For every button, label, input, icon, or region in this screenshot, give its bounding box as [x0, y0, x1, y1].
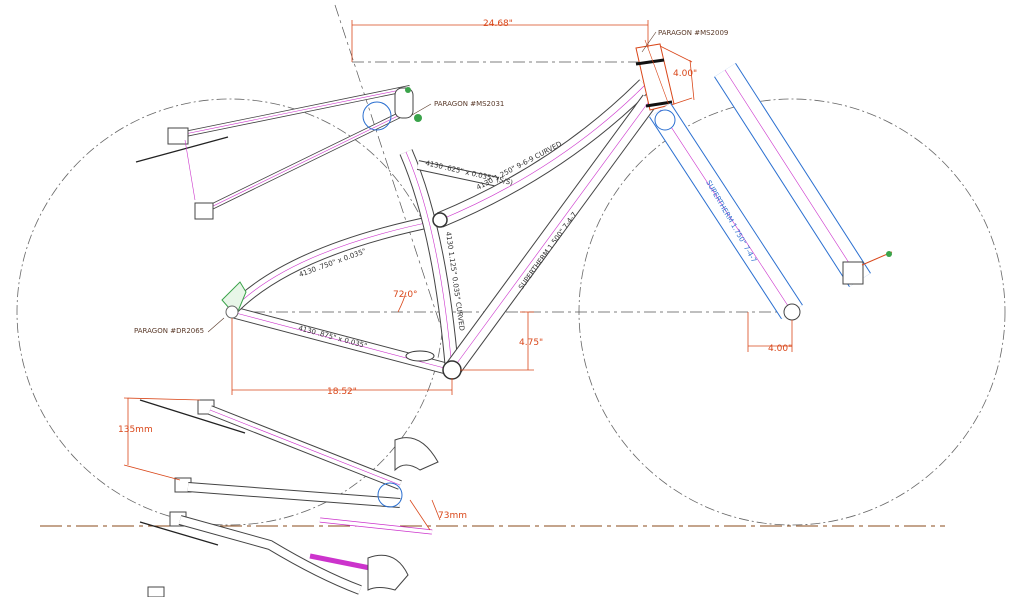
fork-offset-dimension: 4.00" — [768, 344, 792, 354]
head-tube-callout: PARAGON #MS2009 — [658, 29, 728, 37]
rear-spacing-dimension: 135mm — [118, 425, 153, 435]
head-tube-dimension: 4.00" — [673, 69, 697, 79]
main-frame — [221, 79, 658, 380]
fork-blade-label: SUPERTHERM 1.750" 7-4-7 — [704, 179, 758, 264]
upper-stay-assembly — [135, 85, 422, 220]
dropout-callout: PARAGON #DR2065 — [134, 327, 204, 335]
bb-drop-dimension: 4.75" — [519, 338, 543, 348]
chainstay-dimension: 18.52" — [327, 387, 357, 397]
bb-shell-dimension: 73mm — [438, 511, 467, 521]
callout-leaders — [207, 31, 657, 333]
seat-cluster-callout: PARAGON #MS2031 — [434, 100, 504, 108]
exploded-rear-views — [139, 399, 439, 597]
fork-assembly — [649, 62, 893, 321]
down-tube-label: SUPERTHERM 1.500" 7-4-7 — [517, 211, 578, 291]
dimension-lines — [123, 20, 793, 531]
seat-angle-line — [334, 4, 456, 371]
seat-angle-dimension: 72.0° — [393, 290, 418, 300]
top-tube-dimension: 24.68" — [483, 19, 513, 29]
